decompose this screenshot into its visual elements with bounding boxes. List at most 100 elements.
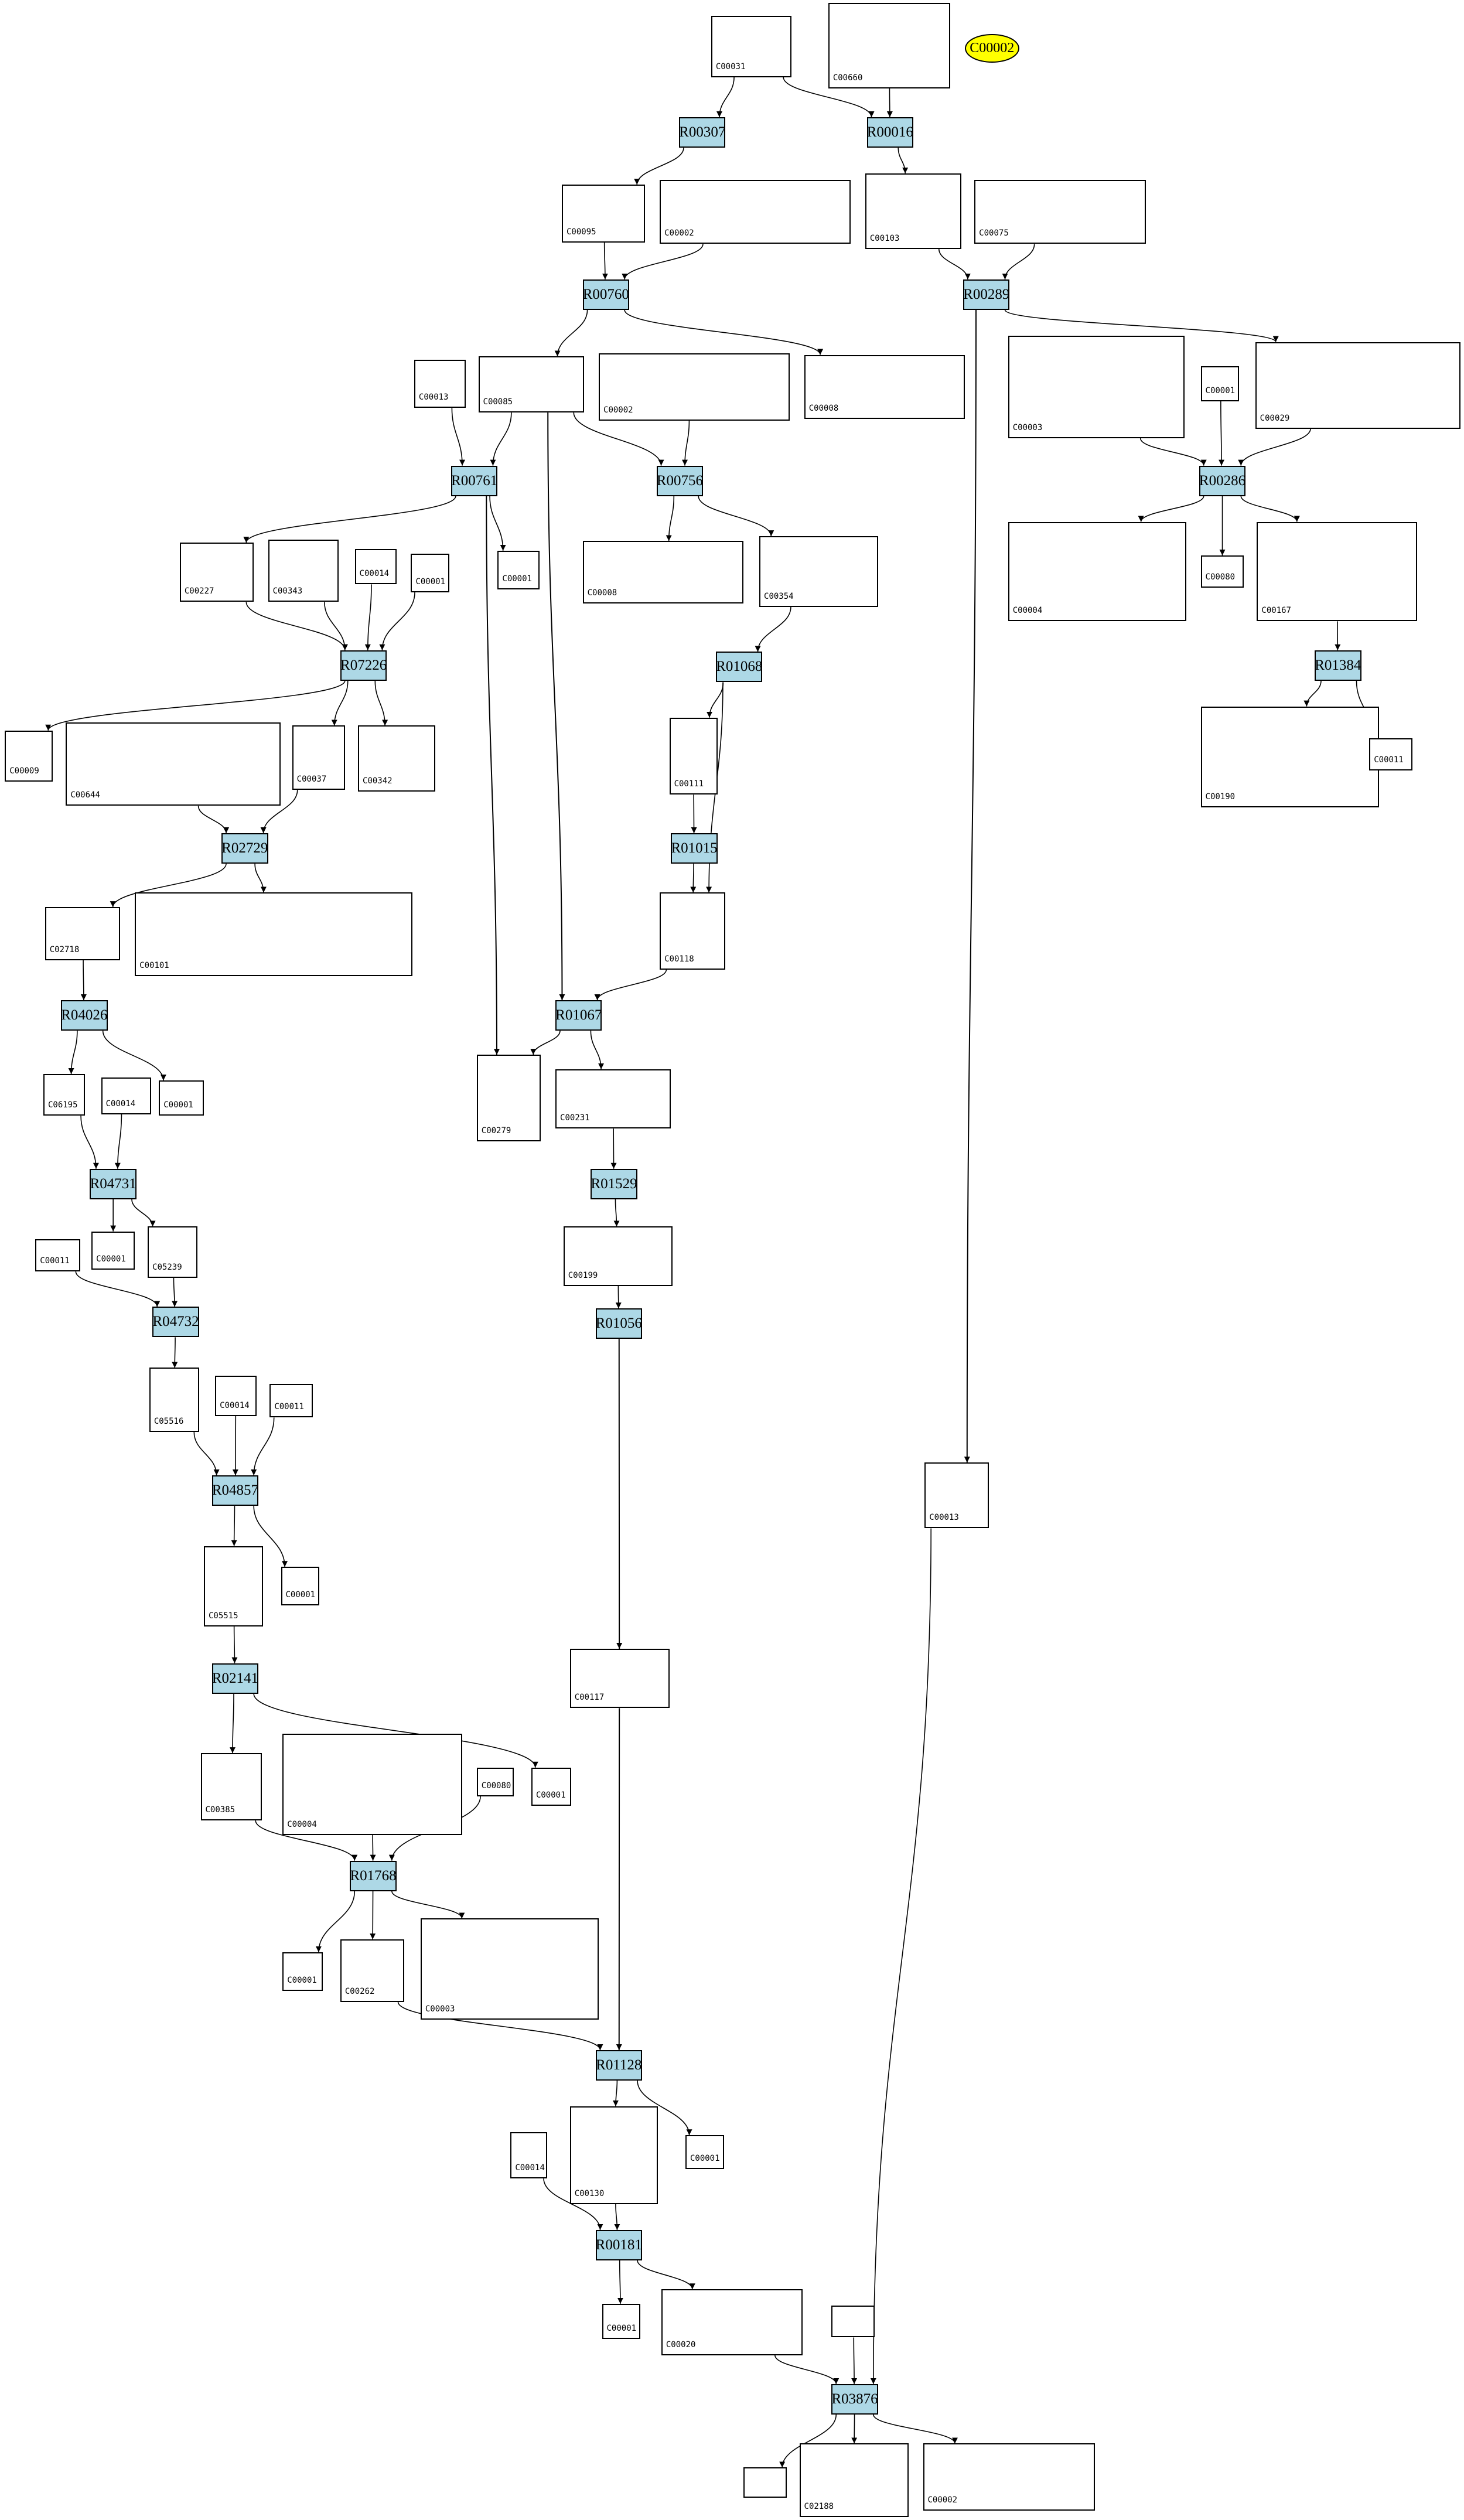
compound-node-c00002[interactable]: C00002	[599, 353, 790, 421]
compound-node-c00001[interactable]: C00001	[685, 2135, 724, 2169]
compound-node-c00001[interactable]: C00001	[281, 1567, 320, 1605]
reaction-node-r01128[interactable]: R01128	[595, 2050, 642, 2081]
compound-node-c00037[interactable]: C00037	[292, 725, 346, 790]
compound-id: C00075	[979, 229, 1009, 238]
edge-arrow	[253, 1693, 538, 1768]
compound-node-c00354[interactable]: C00354	[759, 536, 878, 607]
reaction-node-r00181[interactable]: R00181	[595, 2229, 642, 2260]
compound-node-c00660[interactable]: C00660	[828, 3, 951, 88]
reaction-node-r03876[interactable]: R03876	[831, 2383, 878, 2415]
compound-node-blank[interactable]	[831, 2305, 875, 2338]
compound-node-c00004[interactable]: C00004	[1008, 521, 1186, 622]
compound-node-c00111[interactable]: C00111	[669, 717, 718, 795]
compound-node-c00001[interactable]: C00001	[497, 550, 540, 589]
compound-node-c00020[interactable]: C00020	[661, 2289, 803, 2355]
compound-node-c00001[interactable]: C00001	[159, 1080, 204, 1116]
compound-node-c00190[interactable]: C00190	[1200, 706, 1379, 808]
reaction-node-r00289[interactable]: R00289	[963, 279, 1010, 310]
compound-node-c00011[interactable]: C00011	[269, 1383, 313, 1418]
compound-node-c00013[interactable]: C00013	[924, 1462, 989, 1529]
compound-node-c00117[interactable]: C00117	[569, 1648, 670, 1709]
compound-node-c00262[interactable]: C00262	[340, 1939, 405, 2002]
compound-node-c00009[interactable]: C00009	[5, 730, 53, 782]
reaction-node-r00307[interactable]: R00307	[679, 117, 726, 148]
compound-id: C00343	[272, 586, 303, 596]
reaction-node-r00761[interactable]: R00761	[451, 465, 498, 496]
compound-node-c00004[interactable]: C00004	[282, 1734, 463, 1835]
compound-node-c00014[interactable]: C00014	[510, 2132, 548, 2179]
reaction-node-r07226[interactable]: R07226	[340, 650, 387, 681]
compound-node-c00003[interactable]: C00003	[420, 1918, 599, 2020]
compound-node-c00001[interactable]: C00001	[411, 554, 450, 593]
reaction-node-r01067[interactable]: R01067	[555, 1000, 602, 1031]
compound-node-c00095[interactable]: C00095	[562, 185, 646, 243]
compound-node-c02188[interactable]: C02188	[799, 2443, 909, 2518]
compound-node-c00231[interactable]: C00231	[555, 1069, 671, 1129]
reaction-node-r01384[interactable]: R01384	[1315, 650, 1361, 681]
compound-node-c00199[interactable]: C00199	[563, 1226, 673, 1286]
compound-node-c00001[interactable]: C00001	[531, 1767, 572, 1806]
compound-node-c00080[interactable]: C00080	[476, 1767, 514, 1797]
compound-node-c00279[interactable]: C00279	[476, 1055, 541, 1142]
edge-arrow	[374, 680, 388, 726]
compound-node-c00001[interactable]: C00001	[282, 1952, 323, 1991]
compound-node-c05239[interactable]: C05239	[148, 1226, 198, 1278]
reaction-node-r02141[interactable]: R02141	[211, 1663, 259, 1694]
compound-node-c00001[interactable]: C00001	[91, 1231, 135, 1270]
compound-node-c00014[interactable]: C00014	[354, 549, 397, 585]
reaction-node-r00016[interactable]: R00016	[866, 117, 914, 148]
compound-node-c06195[interactable]: C06195	[43, 1074, 86, 1116]
compound-node-c00103[interactable]: C00103	[865, 173, 962, 249]
compound-id: C00080	[1205, 572, 1236, 582]
compound-node-c00011[interactable]: C00011	[1369, 738, 1413, 771]
compound-node-c00002[interactable]: C00002	[660, 179, 851, 244]
compound-node-c00011[interactable]: C00011	[35, 1239, 80, 1272]
compound-node-c00118[interactable]: C00118	[660, 892, 726, 970]
compound-node-c00101[interactable]: C00101	[135, 892, 413, 976]
compound-node-blank[interactable]	[743, 2467, 787, 2498]
compound-node-c00130[interactable]: C00130	[569, 2106, 658, 2204]
reaction-node-r01768[interactable]: R01768	[350, 1860, 397, 1891]
reaction-node-r02729[interactable]: R02729	[221, 833, 268, 864]
compound-node-c00644[interactable]: C00644	[66, 722, 281, 806]
compound-node-c05516[interactable]: C05516	[149, 1368, 199, 1433]
compound-node-c00080[interactable]: C00080	[1200, 555, 1244, 588]
reaction-node-r01529[interactable]: R01529	[591, 1168, 637, 1199]
compound-node-c00227[interactable]: C00227	[179, 543, 254, 602]
reaction-node-r01015[interactable]: R01015	[671, 833, 718, 864]
compound-node-c05515[interactable]: C05515	[203, 1546, 264, 1626]
compound-node-c00343[interactable]: C00343	[268, 539, 339, 602]
reaction-node-r04732[interactable]: R04732	[152, 1307, 199, 1338]
edge-arrow	[1240, 496, 1300, 522]
compound-node-c00031[interactable]: C00031	[711, 16, 791, 77]
edge-arrow	[716, 77, 735, 118]
reaction-node-r04026[interactable]: R04026	[61, 1000, 108, 1031]
compound-node-c00029[interactable]: C00029	[1255, 342, 1461, 429]
reaction-node-r04857[interactable]: R04857	[211, 1475, 259, 1506]
compound-node-c00002[interactable]: C00002	[964, 33, 1019, 63]
reaction-node-r00760[interactable]: R00760	[582, 279, 630, 310]
reaction-node-r00756[interactable]: R00756	[656, 465, 704, 496]
edge-arrow	[624, 309, 824, 355]
compound-node-c00014[interactable]: C00014	[215, 1376, 257, 1416]
compound-node-c00008[interactable]: C00008	[804, 354, 965, 420]
compound-node-c00342[interactable]: C00342	[358, 725, 435, 792]
compound-node-c00001[interactable]: C00001	[1200, 366, 1240, 401]
compound-node-c00002[interactable]: C00002	[923, 2443, 1095, 2511]
compound-node-c00167[interactable]: C00167	[1257, 521, 1418, 622]
compound-node-c00085[interactable]: C00085	[478, 356, 585, 413]
reaction-id: R01068	[716, 659, 763, 675]
compound-node-c00075[interactable]: C00075	[974, 179, 1146, 244]
compound-node-c02718[interactable]: C02718	[45, 907, 121, 960]
reaction-node-r00286[interactable]: R00286	[1199, 465, 1246, 496]
compound-node-c00013[interactable]: C00013	[414, 359, 466, 408]
reaction-node-r04731[interactable]: R04731	[90, 1168, 136, 1199]
compound-node-c00008[interactable]: C00008	[582, 541, 743, 604]
compound-node-c00385[interactable]: C00385	[200, 1753, 262, 1821]
reaction-node-r01068[interactable]: R01068	[716, 652, 763, 683]
compound-id: C05515	[208, 1611, 238, 1621]
compound-node-c00003[interactable]: C00003	[1008, 335, 1185, 439]
reaction-node-r01056[interactable]: R01056	[595, 1308, 642, 1339]
compound-node-c00014[interactable]: C00014	[101, 1077, 151, 1114]
compound-node-c00001[interactable]: C00001	[602, 2303, 641, 2340]
